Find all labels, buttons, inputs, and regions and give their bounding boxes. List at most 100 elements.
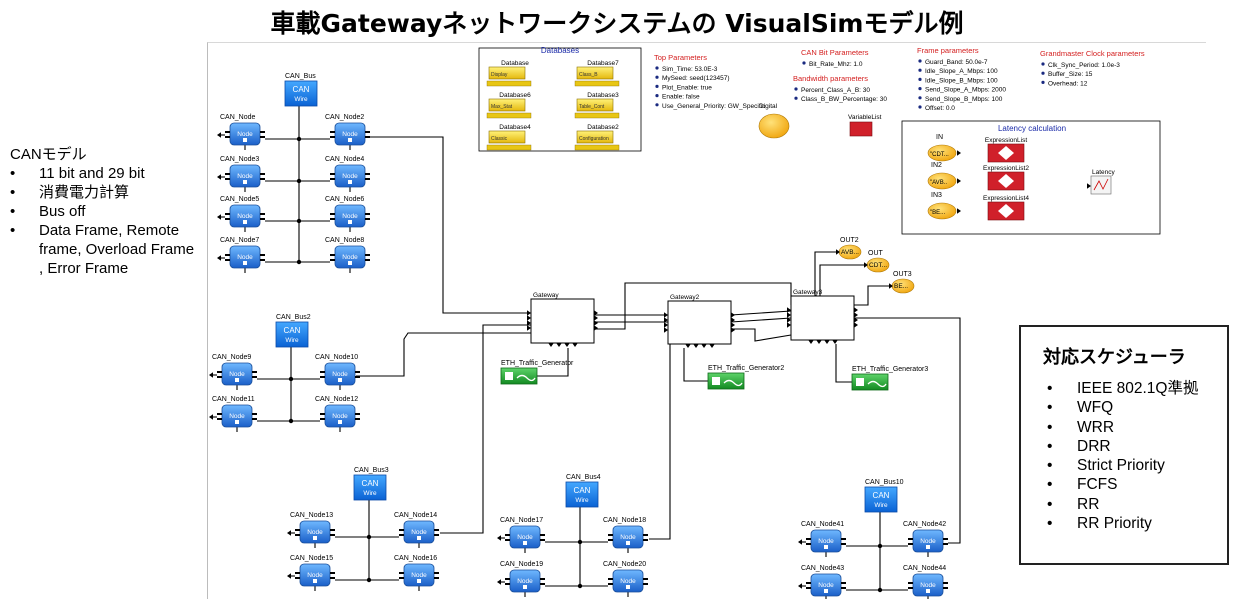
port-arrow [1087, 183, 1091, 189]
junction-dot [288, 376, 294, 382]
eth-generator-glyph [867, 380, 887, 388]
port-arrow [209, 372, 213, 378]
node-port [330, 534, 335, 536]
variable-list-icon[interactable] [849, 121, 873, 137]
database-icon[interactable] [576, 130, 614, 144]
node-port [320, 371, 325, 373]
gateway-block[interactable] [667, 300, 732, 345]
port-arrow [798, 539, 802, 545]
port-arrow [664, 322, 668, 328]
gateway-block[interactable] [790, 295, 855, 341]
node-port [434, 529, 439, 531]
node-label: CAN_Node14 [394, 512, 437, 519]
node-port [926, 589, 930, 593]
can-node[interactable]: Node CAN_Node15 [290, 555, 335, 587]
node-port [806, 543, 811, 545]
node-port [295, 529, 300, 531]
database-icon[interactable] [576, 66, 614, 80]
bus-icon-text: CAN [284, 326, 301, 335]
database-icon[interactable] [576, 98, 614, 112]
node-label: CAN_Node15 [290, 555, 333, 562]
port-arrow [854, 322, 858, 328]
node-icon-text: Node [411, 572, 427, 579]
node-icon [229, 204, 261, 228]
latency-input-icon[interactable] [927, 202, 957, 220]
node-label: CAN_Node13 [290, 512, 333, 519]
bus-label: CAN_Bus10 [865, 479, 904, 486]
bus-icon-text: CAN [362, 479, 379, 488]
port-arrow [957, 150, 961, 156]
node-port [260, 218, 265, 220]
node-icon [612, 525, 644, 549]
junction-dot [296, 259, 302, 265]
database-inner-label: Table_Cont [579, 104, 605, 110]
latency-input-label: IN2 [931, 162, 942, 169]
node-icon-text: Node [411, 529, 427, 536]
port-arrow [836, 249, 840, 255]
node-port [806, 587, 811, 589]
node-icon [299, 520, 331, 544]
database-label: Database4 [499, 124, 531, 131]
node-port [540, 583, 545, 585]
latency-input-icon[interactable] [927, 172, 957, 190]
node-icon-text: Node [517, 578, 533, 585]
eth-generator-label: ETH_Traffic_Generator [501, 360, 574, 367]
node-icon [221, 362, 253, 386]
database-icon[interactable] [488, 98, 526, 112]
node-icon [299, 563, 331, 587]
port-arrow [731, 322, 735, 328]
node-icon-text: Node [342, 173, 358, 180]
scheduler-item: Strict Priority [1021, 456, 1227, 476]
param-bullet [655, 75, 659, 79]
node-port [260, 254, 265, 256]
node-port [295, 534, 300, 536]
port-arrow [709, 344, 715, 348]
digital-icon[interactable] [758, 113, 790, 139]
frame-params-title: Frame parameters [917, 46, 979, 55]
gateway-block[interactable] [530, 298, 595, 344]
node-icon-text: Node [307, 572, 323, 579]
node-port [295, 572, 300, 574]
port-arrow [217, 132, 221, 138]
node-port [365, 254, 370, 256]
database-icon[interactable] [488, 66, 526, 80]
can-node[interactable]: Node CAN_Node14 [394, 512, 439, 544]
node-port [330, 577, 335, 579]
node-label: CAN_Node10 [315, 354, 358, 361]
node-port [217, 376, 222, 378]
latency-input-icon[interactable] [927, 144, 957, 162]
database-icon[interactable] [488, 130, 526, 144]
port-arrow [209, 414, 213, 420]
port-arrow [957, 178, 961, 184]
node-port [225, 131, 230, 133]
node-icon [810, 573, 842, 597]
